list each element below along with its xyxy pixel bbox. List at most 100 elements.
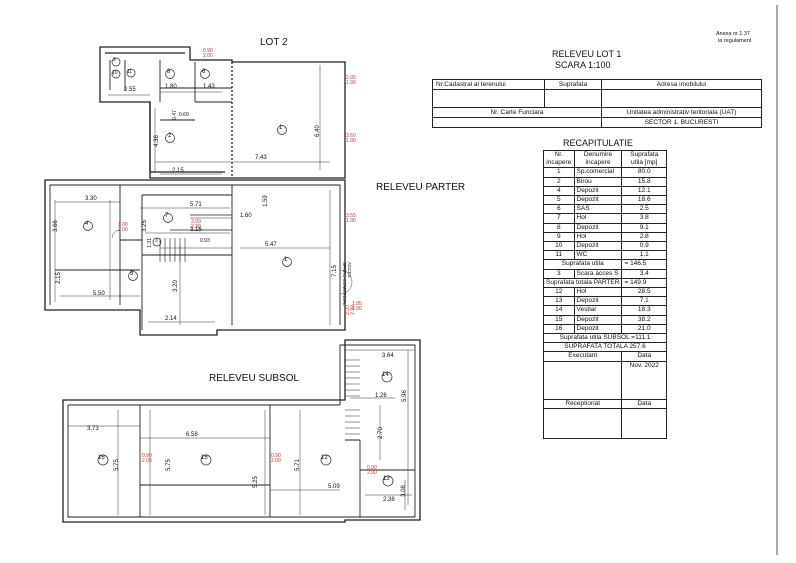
room-label: 7 xyxy=(165,213,169,219)
table-cell: 5 xyxy=(543,195,575,206)
dimension-label: 3.20 xyxy=(172,280,179,292)
table-cell: Hol xyxy=(573,231,623,243)
table-cell: 9.1 xyxy=(621,222,667,233)
dimension-label: 5.50 xyxy=(93,291,105,297)
annex-note: la regulament xyxy=(718,38,752,44)
recap-table: Nr. incapere Denumire incapere Suprafata… xyxy=(542,149,667,439)
height-mark: 1.00 2.00 xyxy=(118,222,128,233)
area-label: Suprafata xyxy=(544,79,602,90)
table-cell: 7 xyxy=(543,213,575,224)
table-cell: 8 xyxy=(543,222,575,233)
height-mark: 0.90 2.00 xyxy=(367,465,377,476)
height-mark: 3.60 1.90 xyxy=(346,133,356,144)
dimension-label: 1.59 xyxy=(262,195,269,207)
table-cell: SAS xyxy=(573,204,623,215)
subsol-outline xyxy=(62,339,421,523)
table-cell: 14 xyxy=(543,305,575,316)
total-parter-label: Suprafata totala PARTER xyxy=(542,277,623,289)
table-cell: 38.2 xyxy=(621,314,667,325)
table-cell: 80.0 xyxy=(621,167,667,178)
dimension-label: 2.38 xyxy=(383,497,395,503)
col-name-header: Denumire incapere xyxy=(573,149,623,169)
dimension-label: 5.25 xyxy=(252,476,259,488)
room-label: 11 xyxy=(127,69,133,75)
room-label: 9 xyxy=(113,57,116,63)
dimension-label: 2.70 xyxy=(377,427,384,439)
table-cell: 18.6 xyxy=(621,195,667,206)
table-cell: Sp.comercial xyxy=(573,167,623,178)
room-label: 16 xyxy=(98,455,105,461)
dimension-label: 7.43 xyxy=(255,155,267,161)
uat-value: SECTOR 1, BUCURESTI xyxy=(601,117,762,128)
dimension-label: 1.26 xyxy=(375,393,387,399)
sheet-scale: SCARA 1:100 xyxy=(555,60,611,70)
date-value: Nov. 2022 xyxy=(621,360,667,400)
dimension-label: 1.31 xyxy=(146,238,153,248)
property-info-table: Nr.Cadastral al terenului Suprafata Adre… xyxy=(432,79,762,128)
height-mark: 3.00 2.30 xyxy=(191,219,201,230)
dimension-label: 3.25 xyxy=(141,220,148,232)
room-label: 5 xyxy=(130,271,134,277)
table-cell: Vestiar xyxy=(573,305,623,316)
table-cell: Depozit xyxy=(573,185,623,197)
dimension-label: 1.60 xyxy=(240,213,252,219)
lot-label: LOT 2 xyxy=(260,37,288,48)
received-label: Receptionat xyxy=(542,398,623,409)
dimension-label: 3.06 xyxy=(400,485,407,497)
table-cell: 0.9 xyxy=(621,241,667,252)
util-value: = 146.5 xyxy=(621,259,667,270)
room-label: 13 xyxy=(383,476,390,482)
dimension-label: 5.47 xyxy=(265,242,277,248)
table-cell: WC xyxy=(573,250,623,261)
dimension-label: 5.71 xyxy=(294,459,301,471)
height-mark: 0.90 2.00 xyxy=(142,453,152,464)
height-mark: 0.90 2.00 xyxy=(271,453,281,464)
table-cell: 7.1 xyxy=(621,296,667,307)
dimension-label: 2.14 xyxy=(165,316,177,322)
subsol-label: RELEVEU SUBSOL xyxy=(209,373,300,384)
table-cell: Depozit xyxy=(573,314,623,325)
util-label: Suprafata utila xyxy=(542,259,623,270)
table-cell: 9 xyxy=(543,231,575,243)
dimension-label: 5.09 xyxy=(328,484,340,490)
dimension-label: 3.30 xyxy=(85,196,97,202)
table-cell: 13 xyxy=(543,296,575,307)
dimension-label: 6.40 xyxy=(314,125,321,137)
table-cell: Depozit xyxy=(573,222,623,233)
room-label: 3 xyxy=(155,238,158,244)
dimension-label: 1.80 xyxy=(165,84,177,90)
uat-label: Unitatea administrativ teritoriala (UAT) xyxy=(601,107,762,118)
dimension-label: 0.93 xyxy=(200,238,210,244)
dimension-label: 3.66 xyxy=(52,220,59,232)
room-label: 1 xyxy=(279,125,283,131)
table-cell: Hol xyxy=(573,287,623,298)
dimension-label: 3.64 xyxy=(382,353,394,359)
room-label: 8 xyxy=(167,69,171,75)
dimension-label: 5.75 xyxy=(165,459,172,471)
dimension-label: 3.73 xyxy=(87,426,99,432)
land-book-label: Nr. Carte Funciara xyxy=(432,107,602,118)
table-cell: Depozit xyxy=(573,296,623,307)
table-cell: Depozit xyxy=(573,195,623,206)
sheet-title: RELEVEU LOT 1 xyxy=(552,49,622,59)
dimension-label: 0.60 xyxy=(179,112,189,118)
dimension-label: 5.71 xyxy=(190,202,202,208)
table-cell: 2.5 xyxy=(621,204,667,215)
height-mark: 2.05 1.90 xyxy=(346,75,356,86)
table-cell: 3.8 xyxy=(621,213,667,224)
table-cell: Birou xyxy=(573,176,623,187)
table-cell: Depozit xyxy=(573,241,623,252)
table-cell: Scara acces S xyxy=(573,268,623,279)
col-nr-header: Nr. incapere xyxy=(543,149,575,169)
dimension-label: 4.36 xyxy=(153,135,160,147)
